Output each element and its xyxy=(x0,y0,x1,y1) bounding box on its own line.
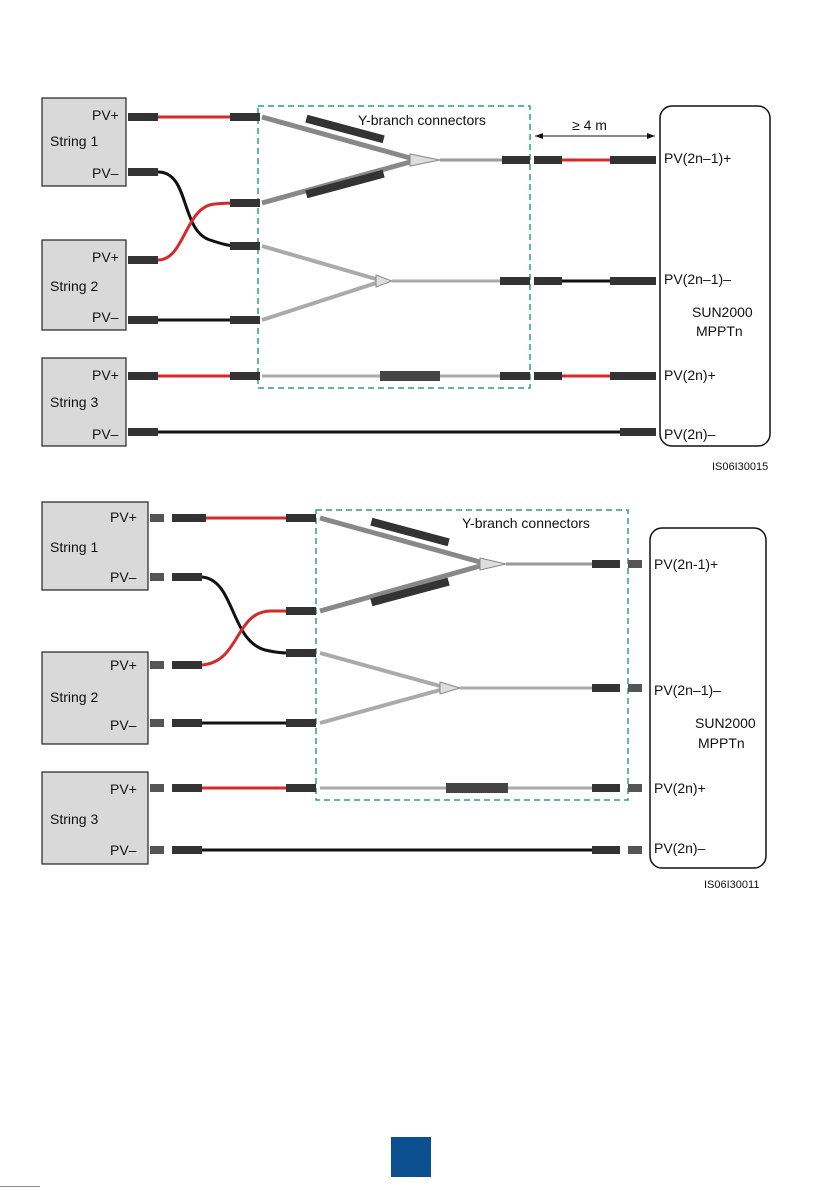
y-branch-plus xyxy=(262,115,530,203)
string-2-pv-plus: PV+ xyxy=(110,657,137,673)
port-pv2n-1-minus: PV(2n–1)– xyxy=(664,271,731,287)
cable-string3-plus xyxy=(128,372,260,380)
string-2-label: String 2 xyxy=(50,689,98,705)
cable-to-inverter-2 xyxy=(534,277,656,285)
port-pv2n-plus: PV(2n)+ xyxy=(664,367,716,383)
port-pv2n-minus: PV(2n)– xyxy=(654,840,706,856)
y-branch-minus xyxy=(262,246,530,320)
wiring-diagram-top: PV+ String 1 PV– PV+ String 2 PV– PV+ St… xyxy=(0,80,823,480)
inverter-mppt: MPPTn xyxy=(698,735,745,751)
corner-mark xyxy=(0,1186,40,1187)
string-1-label: String 1 xyxy=(50,133,98,149)
y-branch-label: Y-branch connectors xyxy=(462,515,590,531)
distance-label: ≥ 4 m xyxy=(572,117,607,133)
cable-string2-plus xyxy=(128,199,260,264)
port-pv2n-1-plus: PV(2n–1)+ xyxy=(664,150,731,166)
string-3-pv-minus: PV– xyxy=(92,426,119,442)
cable-to-inverter-1 xyxy=(534,156,656,164)
inverter-name: SUN2000 xyxy=(692,304,753,320)
page-number-marker xyxy=(391,1137,431,1177)
string-2-label: String 2 xyxy=(50,278,98,294)
y-branch-dashed-box xyxy=(316,510,628,800)
inverter-box xyxy=(650,528,766,868)
cable-string2-plus xyxy=(150,607,316,669)
port-pv2n-minus: PV(2n)– xyxy=(664,426,716,442)
string-3-label: String 3 xyxy=(50,394,98,410)
port-pv2n-1-plus: PV(2n-1)+ xyxy=(654,556,718,572)
port-pv2n-plus: PV(2n)+ xyxy=(654,780,706,796)
y-branch-dashed-box xyxy=(258,106,530,388)
cable-string3-plus xyxy=(150,784,316,792)
string-2-pv-plus: PV+ xyxy=(92,249,119,265)
cable-string2-minus xyxy=(128,316,260,324)
string-1-pv-minus: PV– xyxy=(92,165,119,181)
y-branch-plus xyxy=(320,518,642,611)
y-branch-label: Y-branch connectors xyxy=(358,112,486,128)
string-1-pv-plus: PV+ xyxy=(110,509,137,525)
cable-string1-minus xyxy=(128,168,260,250)
wiring-diagram-bottom: PV+ String 1 PV– PV+ String 2 PV– PV+ St… xyxy=(0,490,823,900)
string-1-label: String 1 xyxy=(50,539,98,555)
string-3-pv-plus: PV+ xyxy=(110,781,137,797)
fuse-cable xyxy=(262,371,530,381)
string-2-pv-minus: PV– xyxy=(92,309,119,325)
cable-to-inverter-3 xyxy=(534,372,656,380)
string-3-pv-plus: PV+ xyxy=(92,367,119,383)
fuse-cable xyxy=(320,783,642,793)
y-branch-minus xyxy=(320,653,642,723)
string-1-pv-plus: PV+ xyxy=(92,107,119,123)
string-3-label: String 3 xyxy=(50,811,98,827)
cable-string1-plus xyxy=(128,113,260,121)
cable-string2-minus xyxy=(150,719,316,727)
inverter-name: SUN2000 xyxy=(695,715,756,731)
port-pv2n-1-minus: PV(2n–1)– xyxy=(654,682,721,698)
cable-string1-plus xyxy=(150,514,316,522)
string-3-pv-minus: PV– xyxy=(110,842,137,858)
inverter-mppt: MPPTn xyxy=(696,323,743,339)
string-2-pv-minus: PV– xyxy=(110,717,137,733)
figure-id-bottom: IS06I30011 xyxy=(704,879,759,891)
cable-string3-minus xyxy=(128,428,656,436)
string-1-pv-minus: PV– xyxy=(110,569,137,585)
cable-string3-minus xyxy=(150,846,642,854)
figure-id-top: IS06I30015 xyxy=(712,461,768,473)
